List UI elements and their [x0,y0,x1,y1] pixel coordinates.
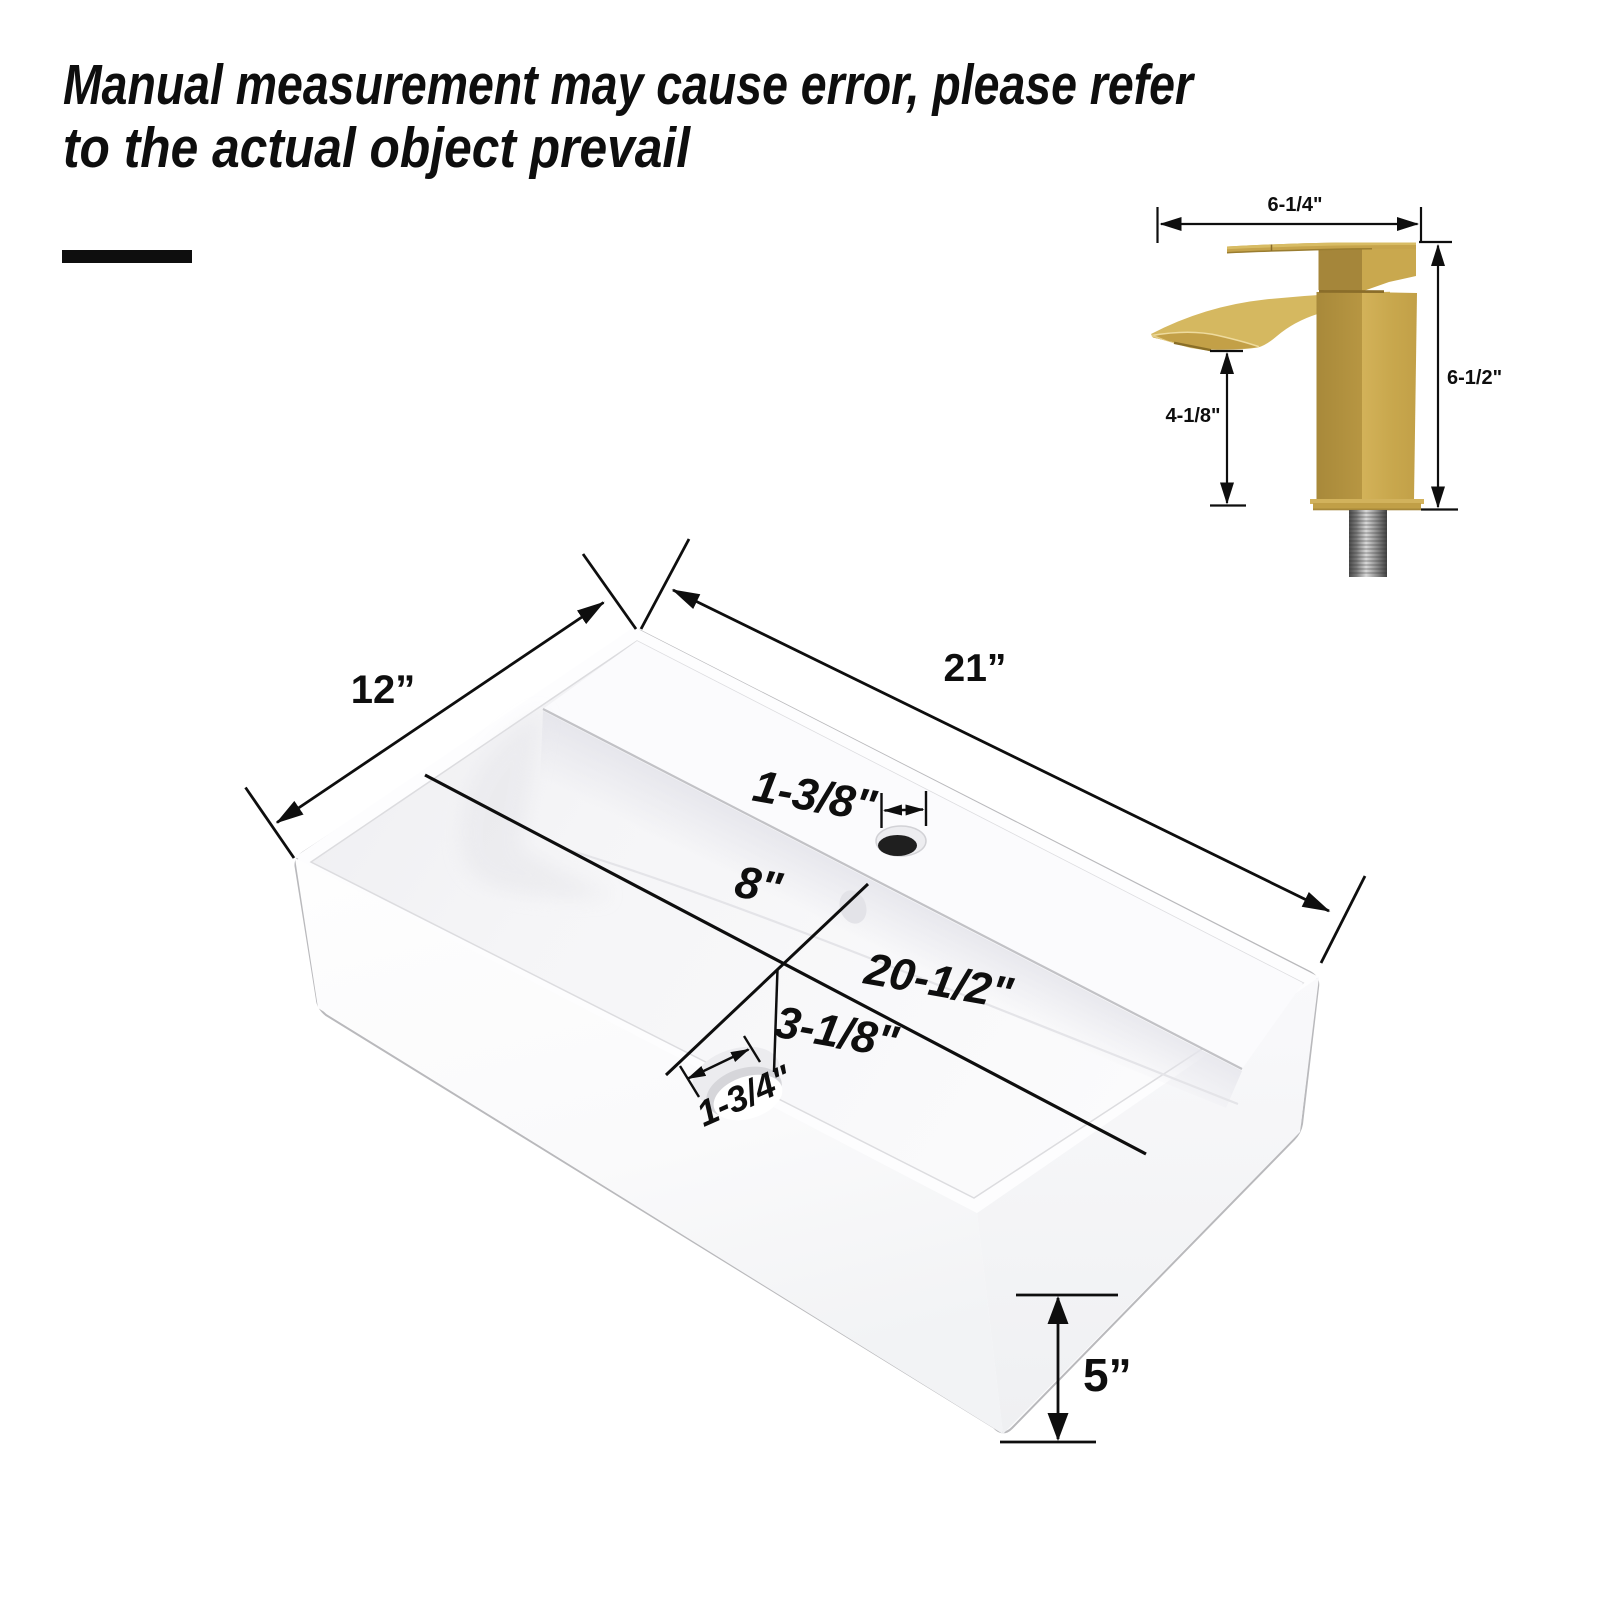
svg-text:to the actual object prevail: to the actual object prevail [63,116,691,180]
svg-text:8": 8" [731,856,786,914]
svg-text:6-1/2": 6-1/2" [1447,367,1502,389]
svg-text:6-1/4": 6-1/4" [1267,194,1322,216]
svg-text:21”: 21” [944,647,1007,690]
svg-text:Manual measurement may cause e: Manual measurement may cause error, plea… [63,53,1195,117]
svg-text:12”: 12” [351,668,416,712]
svg-text:4-1/8": 4-1/8" [1165,405,1220,427]
svg-text:5”: 5” [1083,1349,1132,1401]
